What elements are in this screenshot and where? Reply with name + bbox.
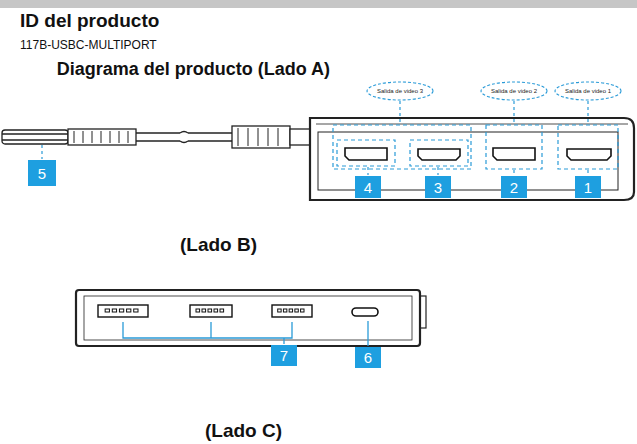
usb-c-cable (2, 126, 310, 148)
section-heading: (Lado C) (205, 418, 282, 444)
callout-box: 3 (425, 176, 451, 198)
port-label-ellipse: Salida de video 2 (480, 81, 548, 101)
section-heading: Diagrama del producto (Lado A) (40, 57, 330, 82)
callout-number: 1 (584, 180, 592, 195)
port-label-ellipse: Salida de video 1 (554, 81, 622, 101)
port-label: Salida de video 1 (565, 88, 611, 94)
usb-a-ports (98, 305, 312, 317)
callout-box: 2 (501, 176, 527, 198)
callout-box: 4 (355, 176, 381, 198)
callout-number: 7 (280, 348, 288, 363)
callout-number: 2 (510, 180, 518, 195)
usb-c-port (352, 308, 378, 316)
hub-housing-side-b (76, 290, 426, 346)
product-id: 117B-USBC-MULTIPORT (20, 37, 157, 54)
callout-number: 4 (364, 180, 372, 195)
video-ports (345, 148, 611, 160)
callout-number: 3 (434, 180, 442, 195)
header-bar (0, 0, 637, 8)
callout-bracket (123, 321, 368, 346)
hub-housing-side-a (310, 118, 634, 200)
port-label: Salida de video 3 (377, 88, 423, 94)
callout-box: 5 (28, 160, 56, 186)
section-heading: (Lado B) (180, 232, 257, 259)
leader-lines (42, 101, 588, 175)
port-highlight-boxes (333, 125, 618, 169)
callout-box: 6 (355, 347, 381, 368)
port-label: Salida de video 2 (491, 88, 537, 94)
callout-box: 1 (575, 176, 601, 198)
port-label-ellipse: Salida de video 3 (366, 81, 434, 101)
callout-number: 5 (38, 166, 46, 181)
callout-number: 6 (364, 350, 372, 365)
callout-box: 7 (271, 345, 297, 366)
page-title: ID del producto (20, 10, 159, 32)
